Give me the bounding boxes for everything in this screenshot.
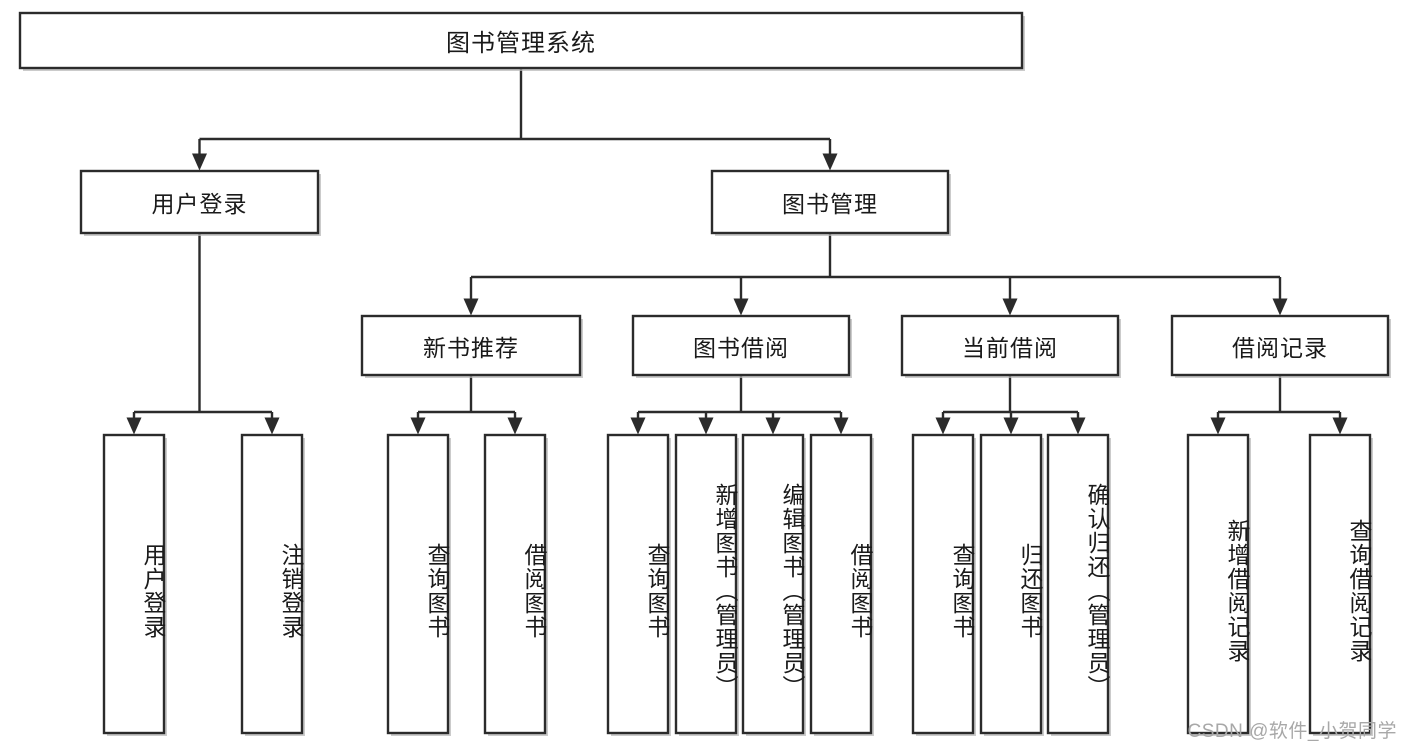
arrow-head-icon xyxy=(1002,298,1018,316)
node-leaf-user-login[interactable] xyxy=(102,433,167,736)
node-new-book-recommend[interactable] xyxy=(360,314,583,378)
node-leaf-borrow-book-2[interactable] xyxy=(809,433,874,736)
node-root[interactable] xyxy=(18,11,1025,71)
arrow-head-icon xyxy=(765,417,781,435)
node-leaf-add-record[interactable] xyxy=(1186,433,1251,736)
arrow-head-icon xyxy=(698,417,714,435)
arrow-head-icon xyxy=(1003,417,1019,435)
arrow-head-icon xyxy=(507,417,523,435)
arrow-head-icon xyxy=(264,417,280,435)
arrow-head-icon xyxy=(1210,417,1226,435)
arrow-head-icon xyxy=(410,417,426,435)
arrow-head-icon xyxy=(935,417,951,435)
arrow-head-icon xyxy=(630,417,646,435)
arrow-head-icon xyxy=(1332,417,1348,435)
arrow-head-icon xyxy=(733,298,749,316)
arrow-head-icon xyxy=(126,417,142,435)
arrow-head-icon xyxy=(1272,298,1288,316)
node-leaf-query-record[interactable] xyxy=(1308,433,1373,736)
node-borrow-record[interactable] xyxy=(1170,314,1391,378)
node-user-login[interactable] xyxy=(79,169,321,236)
node-current-borrow[interactable] xyxy=(900,314,1121,378)
node-leaf-return-book[interactable] xyxy=(979,433,1044,736)
node-leaf-borrow-book-1[interactable] xyxy=(483,433,548,736)
arrow-head-icon xyxy=(833,417,849,435)
arrow-head-icon xyxy=(192,153,207,171)
node-leaf-logout[interactable] xyxy=(240,433,305,736)
node-leaf-add-book[interactable] xyxy=(674,433,739,736)
arrow-head-icon xyxy=(463,298,479,316)
node-book-management[interactable] xyxy=(710,169,951,236)
node-leaf-query-book-2[interactable] xyxy=(606,433,671,736)
node-leaf-query-book-1[interactable] xyxy=(386,433,451,736)
node-leaf-confirm-return[interactable] xyxy=(1046,433,1111,736)
arrow-head-icon xyxy=(822,153,838,171)
node-book-borrow[interactable] xyxy=(631,314,852,378)
node-leaf-query-book-3[interactable] xyxy=(911,433,976,736)
node-leaf-edit-book[interactable] xyxy=(741,433,806,736)
arrow-head-icon xyxy=(1070,417,1086,435)
